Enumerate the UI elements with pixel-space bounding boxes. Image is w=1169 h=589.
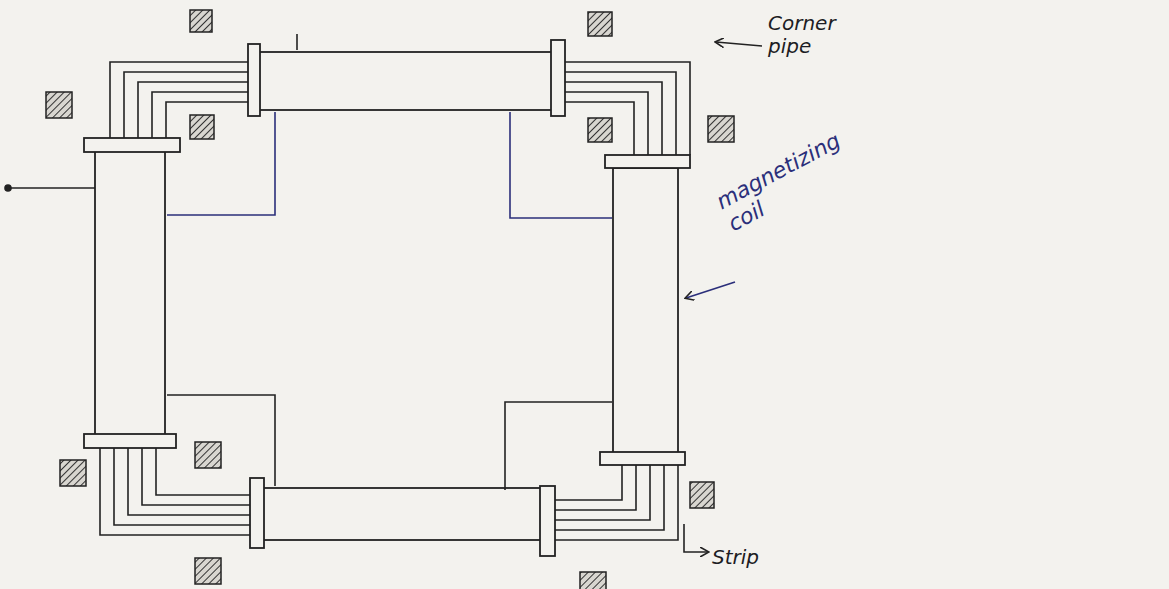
hatched-blocks [46,10,734,589]
leader-arrows [684,42,762,552]
terminal [5,34,297,191]
coil-label: magnetizing coil [712,122,868,237]
magnetizing-coils [84,40,690,556]
strips [100,62,690,540]
strip-label: Strip [712,546,759,569]
joint-lines [167,112,612,490]
corner-pipe-label: Corner pipe [768,12,864,58]
